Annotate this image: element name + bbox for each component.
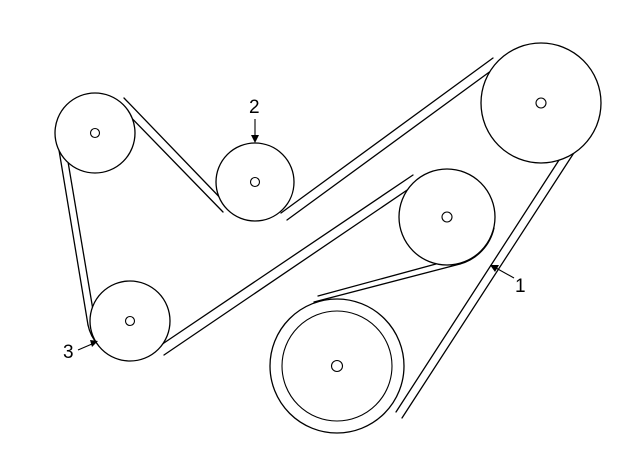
callout-3-leader xyxy=(77,343,93,351)
callout-1: 1 xyxy=(490,265,526,297)
belt-segment-tr-to-crank-outer xyxy=(401,144,580,419)
belt-segment-crank-to-mr-outer xyxy=(313,263,461,303)
pulley-hub xyxy=(535,97,547,109)
pulley-hub xyxy=(89,127,101,139)
callout-3: 3 xyxy=(63,340,98,363)
belt-segment-idler-to-tr-outer xyxy=(280,57,494,214)
belt-segment-tr-to-crank-inner xyxy=(395,139,573,413)
pulley-middle-right xyxy=(398,168,496,266)
callout-2-arrowhead xyxy=(251,135,259,143)
belt-segment-crank-to-mr-inner xyxy=(317,257,459,297)
belt-segment-tensioner-to-tl-outer xyxy=(55,131,89,326)
belt-segment-mr-to-tensioner-outer xyxy=(157,174,414,348)
callout-1-arrowhead xyxy=(490,265,499,272)
callout-1-label: 1 xyxy=(515,276,526,297)
callout-1-leader xyxy=(495,267,515,279)
belt-segment-tl-to-idler-inner xyxy=(117,103,224,213)
belt-segment-tl-to-idler-outer xyxy=(123,97,230,208)
pulley-hub xyxy=(330,359,344,373)
belt-segment-idler-to-tr-inner xyxy=(286,64,500,221)
callout-2: 2 xyxy=(249,97,260,143)
callout-3-arrowhead xyxy=(90,340,98,347)
pulley-hub xyxy=(441,211,453,223)
pulley-tensioner-3 xyxy=(89,280,171,362)
callout-3-label: 3 xyxy=(63,342,74,363)
belt-segment-mr-to-tensioner-inner xyxy=(163,181,420,356)
pulley-top-right-large xyxy=(480,42,602,164)
pulley-top-left xyxy=(54,92,136,174)
crankshaft-inner-ring xyxy=(281,310,393,422)
pulley-idler-2 xyxy=(215,142,295,222)
callout-2-label: 2 xyxy=(249,97,260,118)
pulley-hub xyxy=(124,315,136,327)
pulley-hub xyxy=(249,176,261,188)
pulley-crankshaft xyxy=(269,298,405,434)
